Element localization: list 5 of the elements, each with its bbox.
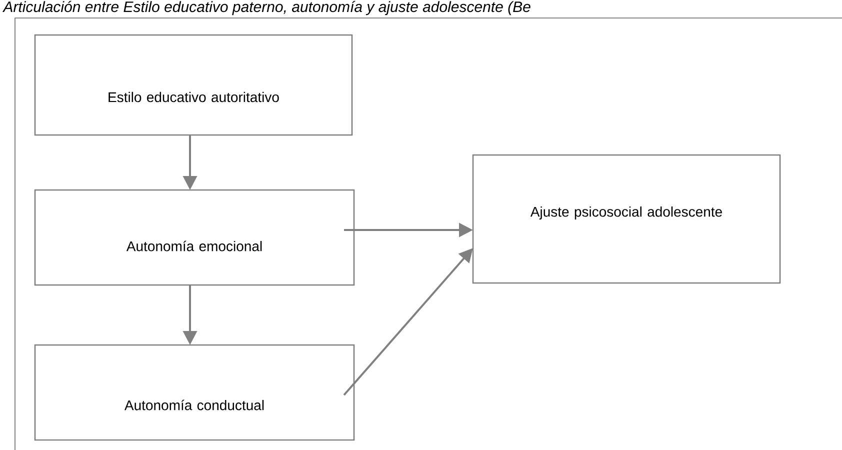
process-box: Ajuste psicosocial adolescente: [472, 154, 781, 284]
process-box: Autonomía conductual: [34, 344, 355, 441]
process-box: Estilo educativo autoritativo: [34, 34, 353, 136]
process-box: Autonomía emocional: [34, 189, 355, 286]
title: Articulación entre Estilo educativo paterno, autonomía y ajuste adolescente (Be: [2, 0, 530, 16]
